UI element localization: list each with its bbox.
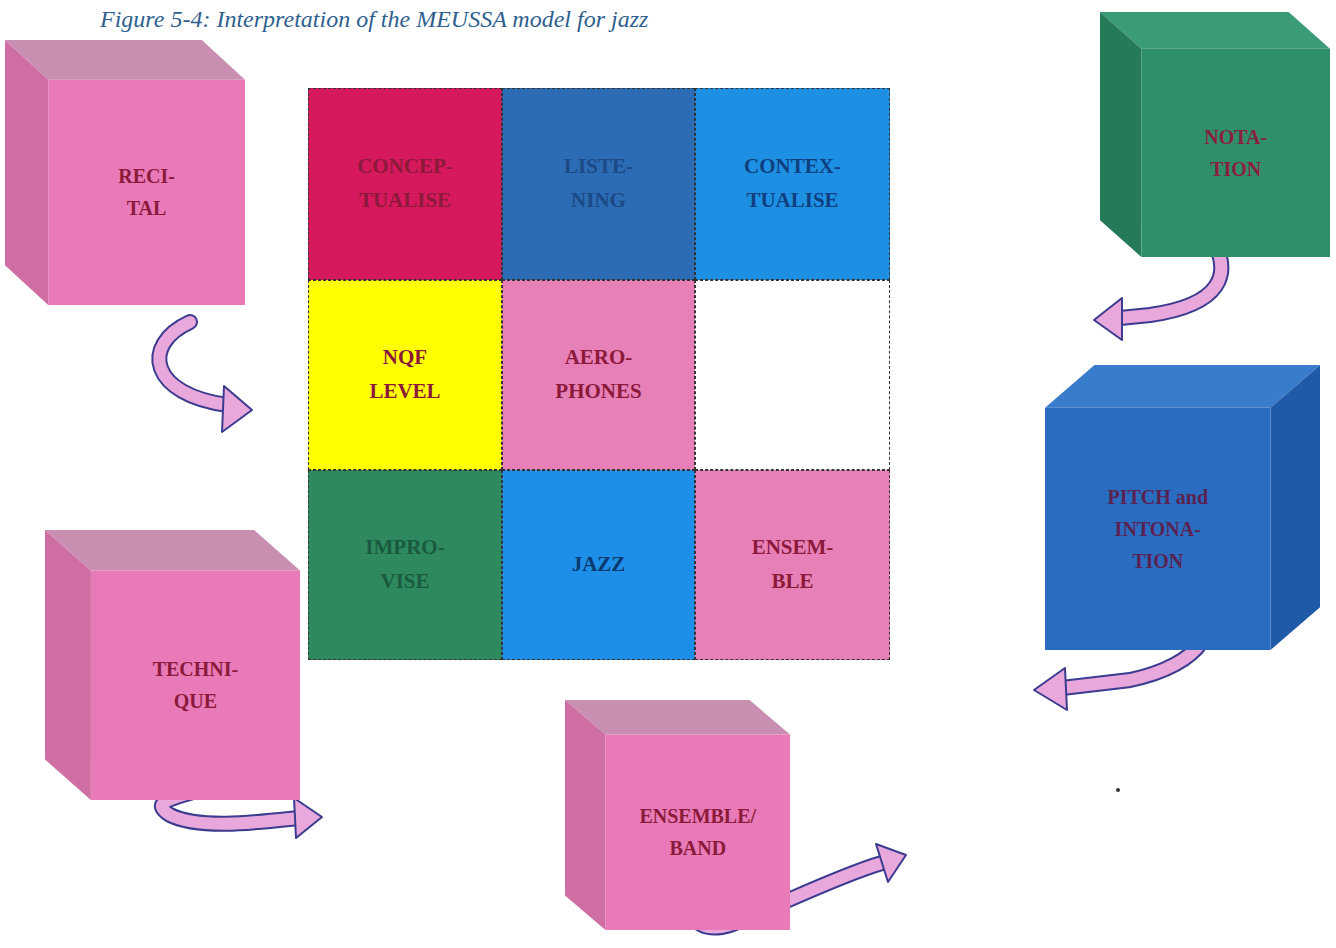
box-label: ENSEMBLE/ BAND [639,800,756,864]
box-label: AERO- PHONES [555,341,641,408]
curved-arrow [159,322,228,405]
box-label: TECHNI- QUE [153,653,239,717]
box-label: CONCEP- TUALISE [357,150,453,217]
curved-arrow [159,322,228,405]
cube-front [1045,408,1271,650]
arrow-head [294,798,322,838]
box-label: CONTEX- TUALISE [744,150,841,217]
grid-cell: CONTEX- TUALISE [695,88,890,280]
box-label: ENSEM- BLE [752,531,834,598]
grid-cell: IMPRO- VISE [308,470,502,660]
cube-face: NOTA- TION [1141,49,1330,257]
empty-cell [695,280,890,470]
box-label: NOTA- TION [1204,121,1267,185]
box-label: IMPRO- VISE [365,531,444,598]
cube-box: PITCH and INTONA- TION [1045,365,1320,650]
cube-box: NOTA- TION [1100,12,1330,257]
cube-side [1271,365,1321,650]
box-label: RECI- TAL [118,160,175,224]
grid-cell: AERO- PHONES [502,280,695,470]
cube-box: ENSEMBLE/ BAND [565,700,790,930]
cube-face: PITCH and INTONA- TION [1045,408,1271,650]
cube-face: ENSEMBLE/ BAND [606,735,791,931]
arrow-head [876,844,906,882]
cube-face: RECI- TAL [48,80,245,305]
arrow-head [1094,298,1122,340]
cube-front [1141,49,1330,257]
grid-cell: ENSEM- BLE [695,470,890,660]
grid-cell: JAZZ [502,470,695,660]
cube-side [5,40,48,305]
arrow-head [222,386,252,432]
box-label: PITCH and INTONA- TION [1097,481,1219,577]
cube-face: TECHNI- QUE [91,571,300,801]
cube-box: TECHNI- QUE [45,530,300,800]
box-label: LISTE- NING [564,150,633,217]
figure-title: Figure 5-4: Interpretation of the MEUSSA… [100,6,648,33]
stray-mark [1116,788,1120,792]
cube-box: RECI- TAL [5,40,245,305]
grid-cell: LISTE- NING [502,88,695,280]
grid-cell: NQF LEVEL [308,280,502,470]
box-label: NQF LEVEL [369,341,440,408]
box-label: JAZZ [572,548,626,582]
grid-cell: CONCEP- TUALISE [308,88,502,280]
arrow-head [1034,668,1067,710]
cube-front [91,571,300,801]
cube-front [606,735,791,931]
cube-front [48,80,245,305]
cube-side [565,700,606,930]
cube-side [1100,12,1141,257]
cube-side [45,530,91,800]
